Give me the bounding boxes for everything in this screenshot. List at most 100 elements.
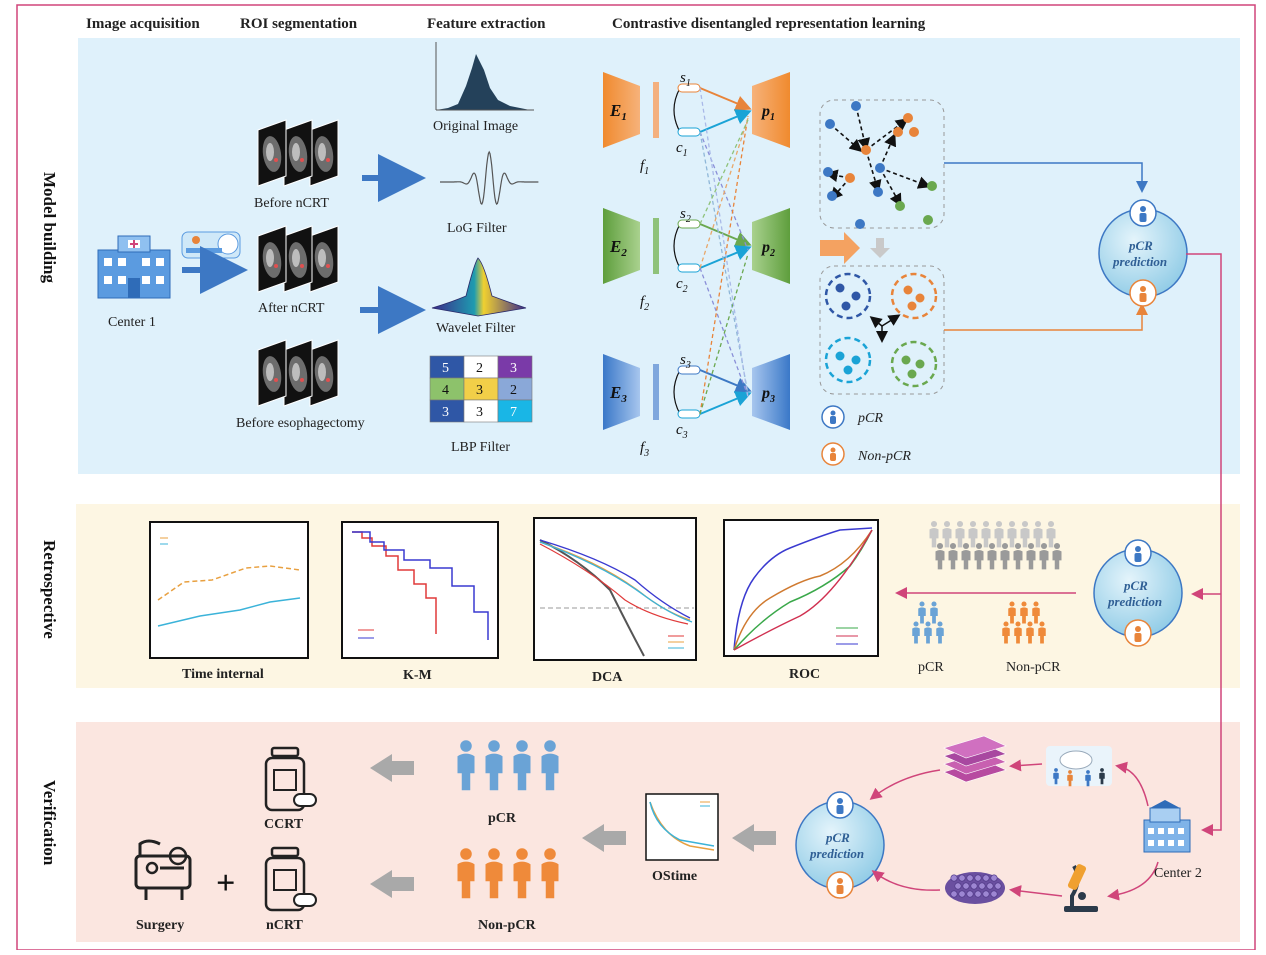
feature-wavelet-label: Wavelet Filter (436, 321, 516, 336)
verify-nonpcr-label: Non-pCR (478, 918, 536, 933)
orange-arrow-icon (820, 232, 860, 264)
cross-contrast-arrow (699, 119, 749, 225)
cluster-ring (824, 272, 872, 320)
km-curve-blue (352, 531, 489, 640)
cross-contrast-arrow (699, 117, 749, 269)
arrow-c-to-p (699, 245, 752, 269)
feature-original-label: Original Image (433, 119, 518, 134)
prediction-label-2: prediction (809, 846, 864, 861)
cell-cluster-icon (945, 872, 1005, 904)
encoder-3 (603, 354, 640, 430)
dca-curve-3 (539, 539, 691, 619)
cluster-point (823, 167, 833, 177)
nonpcr-person-icon (460, 848, 472, 860)
cluster-point (835, 283, 845, 293)
split-bracket (673, 223, 681, 269)
ct-slice-icon (309, 119, 339, 187)
arrow-s-to-p (699, 87, 752, 111)
s-label: s3 (680, 352, 691, 371)
person-icon (1003, 621, 1009, 627)
cluster-link (855, 105, 871, 152)
lbp-cell-value: 7 (510, 405, 517, 420)
grey-arrow-icon (370, 870, 414, 898)
arrow-cluster-to-pred-top (944, 162, 1148, 193)
histology-slides-icon (943, 735, 1007, 783)
cluster-point (903, 285, 913, 295)
cluster-points-bottom (824, 272, 938, 388)
s-label: s2 (680, 206, 691, 225)
projector-1 (752, 72, 790, 148)
cluster-point (873, 187, 883, 197)
chart-label-dca: DCA (592, 670, 623, 685)
arrow-s-to-p (699, 223, 752, 247)
feature-lbp-label: LBP Filter (451, 440, 510, 455)
retro-chart-frame-2 (341, 521, 499, 659)
cluster-point (835, 351, 845, 361)
chart-label-time: Time internal (182, 667, 264, 682)
person-icon (919, 601, 925, 607)
s-label: s1 (680, 70, 691, 89)
ct-slice-icon (283, 119, 313, 187)
cluster-point (915, 293, 925, 303)
arrow-c-to-p (699, 391, 752, 415)
legend-nonpcr-icon (821, 442, 845, 466)
verify-pcr-label: pCR (488, 811, 517, 826)
retro-pcr-label: pCR (918, 660, 944, 675)
cluster-point (851, 101, 861, 111)
person-icon (930, 520, 938, 528)
microscope-icon (1064, 864, 1098, 912)
dca-curve-2 (539, 541, 693, 623)
person-icon (1009, 601, 1015, 607)
ct-slice-icon (309, 225, 339, 293)
feature-log-label: LoG Filter (447, 221, 507, 236)
log-filter-wave (440, 150, 539, 206)
feature-label: f2 (640, 294, 649, 313)
label-surgery: Surgery (136, 918, 184, 933)
header-roi: ROI segmentation (240, 16, 358, 32)
ct-slice-icon (257, 119, 287, 187)
plus-sign: + (216, 865, 235, 902)
pcr-people-icon (912, 601, 944, 644)
split-bracket (673, 87, 681, 133)
cluster-ring (890, 340, 938, 388)
ct-slice-icon (283, 225, 313, 293)
c-label: c3 (676, 422, 688, 441)
person-icon (949, 542, 957, 550)
pink-flow-arrow (1115, 761, 1149, 807)
cluster-box-bottom (819, 265, 945, 395)
center1-label: Center 1 (108, 315, 156, 330)
cluster-point (843, 365, 853, 375)
split-bracket (673, 369, 681, 415)
person-icon (925, 621, 931, 627)
cluster-point (893, 127, 903, 137)
arrow-cluster-to-pred-bottom (944, 303, 1148, 331)
center2-label: Center 2 (1154, 866, 1202, 881)
ct-slice-icon (309, 339, 339, 407)
cluster-point (927, 181, 937, 191)
time-series-solid (157, 597, 301, 627)
person-icon (1015, 621, 1021, 627)
cluster-point (901, 355, 911, 365)
chart-label-roc: ROC (789, 667, 820, 682)
ct-scanner-icon (181, 231, 241, 259)
cluster-points-top (823, 101, 937, 229)
cluster-point (895, 201, 905, 211)
lbp-cell (497, 399, 533, 423)
cluster-point (827, 191, 837, 201)
pink-flow-arrow (869, 769, 941, 800)
person-icon (937, 621, 943, 627)
pcr-person-icon (488, 740, 500, 752)
encoder-1 (603, 72, 640, 148)
grey-arrow-icon (732, 824, 776, 852)
ostime-curve-blue (649, 801, 715, 847)
cluster-point (851, 355, 861, 365)
lbp-cell-value: 3 (476, 383, 483, 398)
section-label-retro: Retrospective (40, 540, 59, 639)
feature-bar (653, 218, 659, 274)
lbp-cell-value: 3 (510, 361, 517, 376)
cluster-point (841, 301, 851, 311)
hospital-center2-icon (1143, 800, 1191, 853)
roc-curve-blue (733, 527, 873, 651)
